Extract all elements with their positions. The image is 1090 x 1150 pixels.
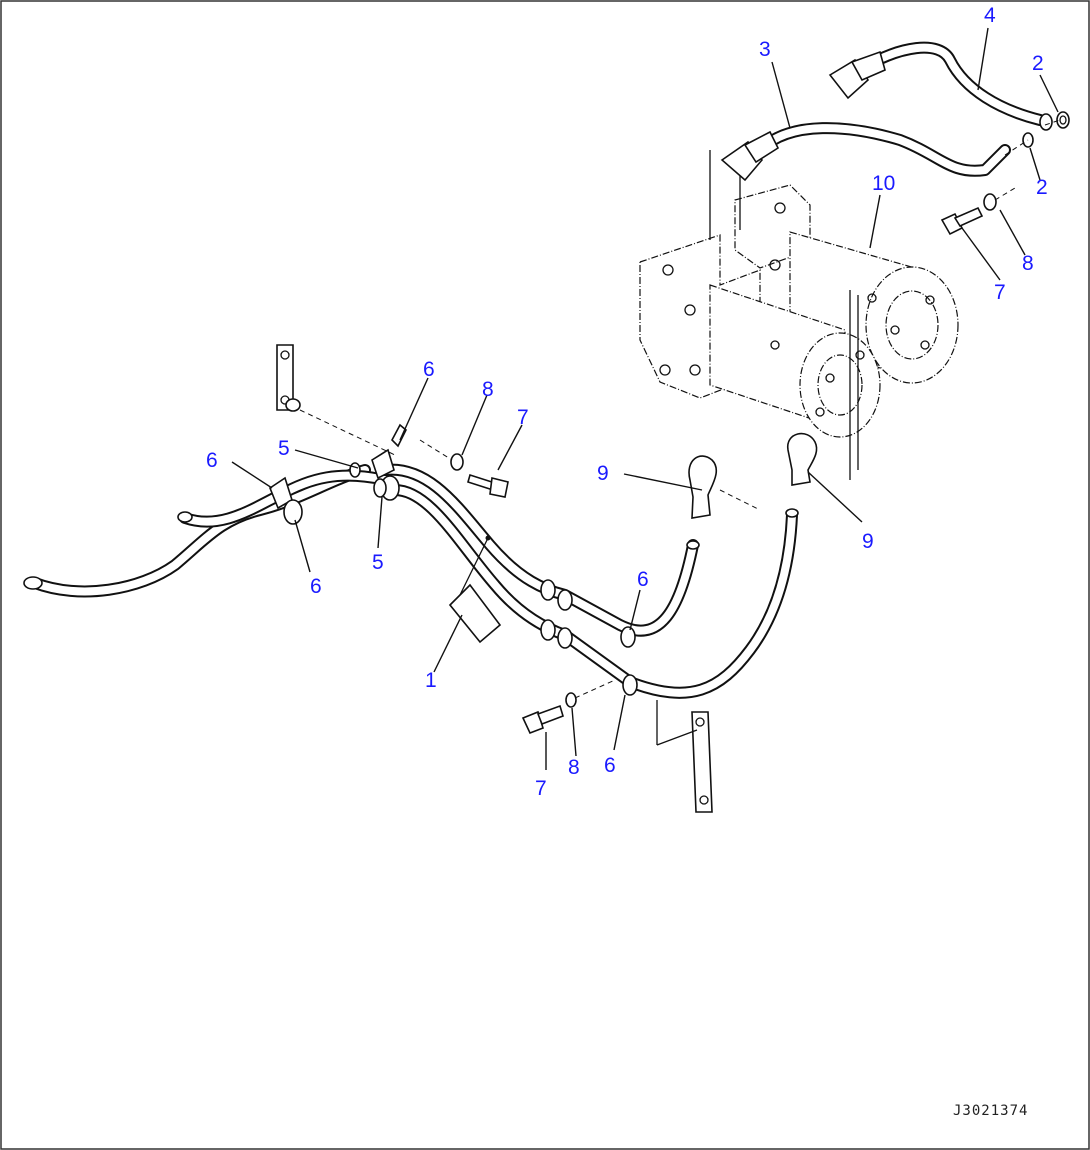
clamp-6-right-upper: [540, 579, 636, 648]
leader-lines: [231, 27, 1059, 770]
cable-harness-1: [23, 463, 799, 699]
callout-8-center: 8: [482, 378, 494, 401]
callout-2-upper: 2: [1032, 52, 1044, 75]
callout-8-upper: 8: [1022, 252, 1034, 275]
starter-motor: [639, 150, 959, 480]
drawing-reference-code: J3021374: [953, 1103, 1028, 1119]
callout-7-lower: 7: [535, 777, 547, 800]
callout-6-lower-left: 6: [310, 575, 322, 598]
bolt-7-center: [467, 473, 509, 498]
callout-6-top: 6: [423, 358, 435, 381]
callout-7-upper: 7: [994, 281, 1006, 304]
bracket-left: [276, 344, 301, 412]
grommet-5-center: [373, 478, 387, 498]
terminal-cover-9-left: [688, 455, 717, 519]
callout-6-left: 6: [206, 449, 218, 472]
callout-5-center: 5: [372, 551, 384, 574]
callouts: 4 3 2 2 10 8 7 6 8 7 5 6 9 9 5 6 6 1 7 8…: [206, 4, 1048, 800]
cable-3: [720, 122, 1011, 182]
nut-2-upper: [1056, 111, 1070, 129]
bolt-7-lower: [521, 704, 564, 735]
callout-6-bottom: 6: [604, 754, 616, 777]
washer-8-center: [450, 453, 464, 471]
clamp-6-right-lower: [540, 619, 638, 696]
grommet-5-left: [349, 462, 361, 478]
callout-9-right: 9: [862, 530, 874, 553]
washer-8-upper: [983, 193, 997, 211]
cable-4: [828, 41, 1053, 131]
clamp-6-center: [371, 423, 407, 501]
bolt-7-upper: [940, 206, 984, 236]
callout-10: 10: [872, 172, 895, 195]
washer-8-lower: [565, 692, 577, 708]
callout-4: 4: [984, 4, 996, 27]
bracket-right: [691, 711, 713, 813]
callout-2-lower: 2: [1036, 176, 1048, 199]
callout-8-lower: 8: [568, 756, 580, 779]
callout-7-center: 7: [517, 406, 529, 429]
callout-5-left: 5: [278, 437, 290, 460]
callout-1: 1: [425, 669, 437, 692]
callout-3: 3: [759, 38, 771, 61]
callout-6-right: 6: [637, 568, 649, 591]
callout-9-left: 9: [597, 462, 609, 485]
clamp-6-left: [269, 476, 303, 525]
terminal-cover-9-right: [787, 432, 818, 486]
